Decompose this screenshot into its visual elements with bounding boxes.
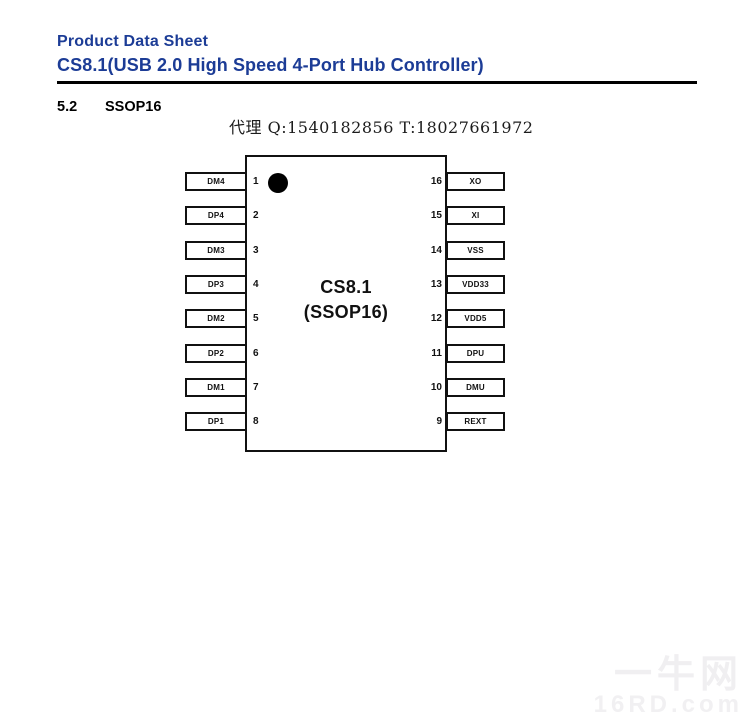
pin-box-dmu: DMU [446,378,505,397]
pin-box-rext: REXT [446,412,505,431]
pin-label: DM4 [207,177,225,186]
pin-box-dm4: DM4 [185,172,247,191]
pin-number-2: 2 [253,210,259,221]
pin-label: XI [471,211,480,220]
pin-box-vdd5: VDD5 [446,309,505,328]
watermark: 一牛网 16RD.com [594,655,743,717]
pin-label: DMU [466,383,485,392]
pin-number-7: 7 [253,382,259,393]
pin-label: DPU [466,349,485,358]
pin-box-vss: VSS [446,241,505,260]
pin-number-16: 16 [430,176,442,187]
pin-box-vdd33: VDD33 [446,275,505,294]
pin-box-dp1: DP1 [185,412,247,431]
pin-box-dm3: DM3 [185,241,247,260]
pin-number-15: 15 [430,210,442,221]
pin-box-dpu: DPU [446,344,505,363]
pin-number-3: 3 [253,245,259,256]
pin-box-dp3: DP3 [185,275,247,294]
pin-label: VSS [467,246,484,255]
pin-number-4: 4 [253,279,259,290]
chip-title: CS8.1 (SSOP16) [247,275,445,325]
section-title: SSOP16 [105,99,162,115]
pin-number-9: 9 [436,416,442,427]
pin-label: VDD33 [462,280,489,289]
watermark-site-url: 16RD.com [593,691,743,717]
pin-label: DP2 [207,349,225,358]
pin-number-5: 5 [253,313,259,324]
pin-box-xo: XO [446,172,505,191]
pin-box-xi: XI [446,206,505,225]
chip-name: CS8.1 [320,277,372,297]
section-heading: 5.2 SSOP16 [57,99,161,115]
pin-label: DM1 [207,383,225,392]
pin-label: DP1 [207,417,225,426]
pin-number-1: 1 [253,176,259,187]
agent-contact-note: 代理 Q:1540182856 T:18027661972 [229,118,534,137]
pin-number-10: 10 [430,382,442,393]
doc-subtitle: CS8.1(USB 2.0 High Speed 4-Port Hub Cont… [57,55,484,75]
pin-number-6: 6 [253,348,259,359]
pin-box-dp2: DP2 [185,344,247,363]
pin-label: DP3 [207,280,225,289]
header-rule [57,81,697,84]
pin-box-dm2: DM2 [185,309,247,328]
pin-number-13: 13 [430,279,442,290]
pin-label: XO [469,177,482,186]
pin-box-dm1: DM1 [185,378,247,397]
pin1-indicator-dot [268,173,288,193]
chip-body: CS8.1 (SSOP16) [245,155,447,452]
watermark-site-name: 一牛网 [613,654,743,696]
pin-label: DM3 [207,246,225,255]
pin-number-14: 14 [430,245,442,256]
doc-title: Product Data Sheet [57,33,209,50]
pin-label: REXT [464,417,487,426]
pin-label: VDD5 [464,314,487,323]
pin-number-12: 12 [430,313,442,324]
pin-number-11: 11 [431,348,442,359]
pin-box-dp4: DP4 [185,206,247,225]
section-number: 5.2 [57,99,78,115]
pin-number-8: 8 [253,416,259,427]
pin-label: DM2 [207,314,225,323]
pin-label: DP4 [207,211,225,220]
chip-package: (SSOP16) [303,302,389,322]
